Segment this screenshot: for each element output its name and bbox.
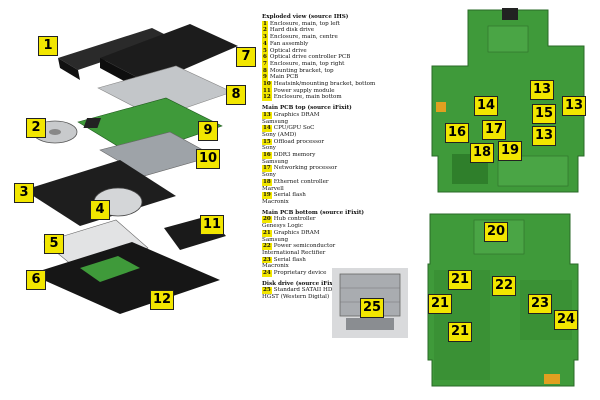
enclosure-top-right-part	[100, 24, 238, 84]
part-label: 6	[26, 270, 46, 290]
part-label: 11	[200, 215, 225, 235]
legend-section-title: Exploded view (source IHS)	[262, 14, 349, 20]
legend-section-title: Main PCB bottom (source iFixit)	[262, 209, 365, 216]
part-label: 13	[532, 126, 557, 146]
part-label: 8	[226, 85, 246, 105]
part-label: 21	[448, 322, 473, 342]
part-label: 17	[482, 120, 507, 140]
legend-entry-maker: Samsung	[262, 118, 289, 125]
part-label: 14	[474, 96, 499, 116]
part-label: 25	[360, 298, 385, 318]
main-pcb-part	[77, 97, 223, 157]
part-label: 22	[492, 276, 517, 296]
part-label: 18	[470, 143, 495, 163]
legend-entry-maker: Sony	[262, 145, 276, 152]
optical-drive-part	[43, 219, 149, 271]
exploded-view-illustration	[24, 24, 238, 314]
legend-entry-maker: HGST (Western Digital)	[262, 294, 330, 301]
legend-entry-maker: Genesys Logic	[262, 223, 303, 230]
legend-entry-maker: Sony (AMD)	[262, 131, 297, 138]
part-label: 2	[26, 118, 46, 138]
part-label: 21	[428, 294, 453, 314]
part-label: 4	[90, 200, 110, 220]
legend-entry-maker: International Rectifier	[262, 249, 326, 256]
legend-entry-maker: Macronix	[262, 198, 289, 205]
optical-controller-pcb-part	[80, 256, 140, 282]
part-label: 23	[528, 294, 553, 314]
part-label: 20	[484, 222, 509, 242]
legend-section-title: Disk drive (source iFixit)	[262, 280, 341, 287]
part-label: 5	[44, 234, 64, 254]
part-label: 19	[498, 141, 523, 161]
part-label: 13	[530, 80, 555, 100]
part-label: 10	[196, 149, 221, 169]
part-label: 21	[448, 270, 473, 290]
legend-entry-maker: Macronix	[262, 263, 289, 270]
part-label: 7	[236, 47, 256, 67]
part-label: 1	[38, 36, 58, 56]
part-label: 12	[150, 290, 175, 310]
legend-entry-maker: Samsung	[262, 158, 289, 165]
part-label: 15	[532, 104, 557, 124]
part-label: 9	[198, 121, 218, 141]
legend-entry-maker: Marvell	[262, 185, 284, 192]
part-label: 3	[14, 183, 34, 203]
part-label: 13	[562, 96, 587, 116]
legend-entry-maker: Samsung	[262, 236, 289, 243]
part-label: 16	[445, 123, 470, 143]
legend-entry-maker: Sony	[262, 172, 276, 179]
enclosure-top-left-part	[58, 28, 172, 70]
part-label: 24	[554, 310, 579, 330]
legend-section-title: Main PCB top (source iFixit)	[262, 105, 352, 112]
